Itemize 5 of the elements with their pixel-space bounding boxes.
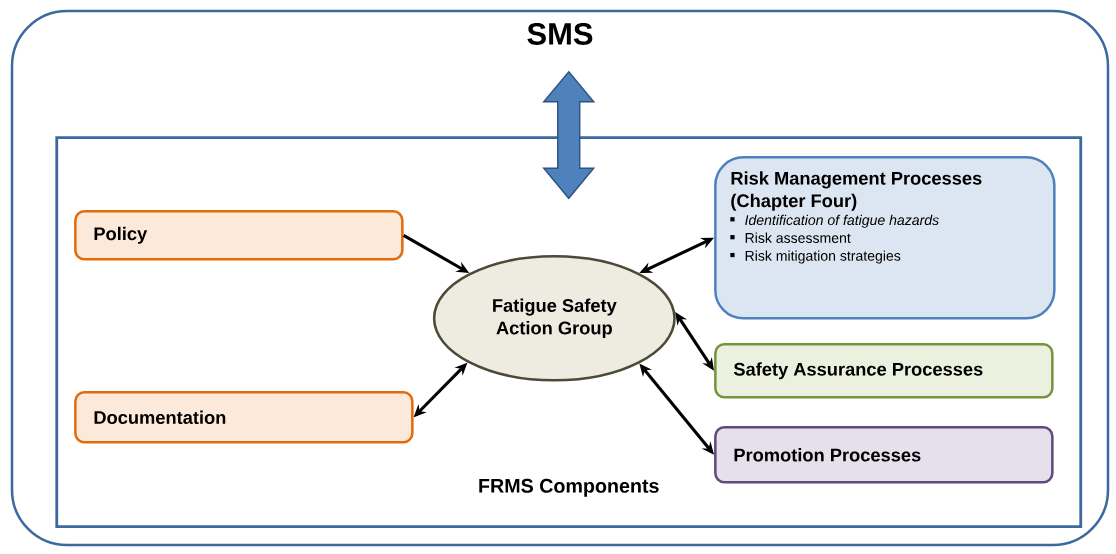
- process-box: Safety Assurance Processes: [714, 343, 1054, 399]
- process-box: Policy: [74, 210, 404, 261]
- process-box: Promotion Processes: [714, 426, 1054, 484]
- process-box: Risk Management Processes (Chapter Four) Identification of fatigue hazards Risk assessment Risk mitigation strategies: [714, 156, 1056, 320]
- process-box: Documentation: [74, 391, 414, 444]
